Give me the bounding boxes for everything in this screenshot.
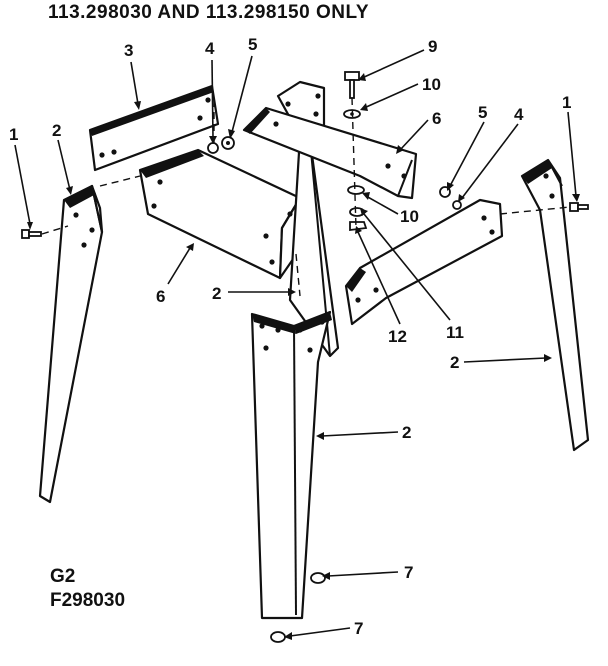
callout-6-left: 6: [156, 287, 165, 306]
callout-1-right: 1: [562, 93, 571, 112]
nut-icon: [207, 142, 219, 154]
diagram-title: 113.298030 AND 113.298150 ONLY: [48, 2, 369, 23]
callout-1-left: 1: [9, 125, 18, 144]
leg-front-part-2: [250, 310, 332, 620]
leg-left-part-2: [38, 184, 104, 504]
callout-2-left-top: 2: [52, 121, 61, 140]
brace-panel-right-part-6: [242, 106, 418, 200]
callout-5-left: 5: [248, 35, 257, 54]
callout-2-right: 2: [450, 353, 459, 372]
figure-code: F298030: [50, 590, 126, 611]
callout-7-bottom: 7: [354, 619, 363, 638]
bolt-icon: [569, 202, 589, 212]
brace-panel-left-part-6: [138, 148, 302, 280]
callout-9: 9: [428, 37, 437, 56]
callout-11: 11: [446, 323, 464, 342]
brace-panel-part-3: [88, 84, 220, 172]
foot-cap-icon: [270, 631, 286, 643]
foot-cap-icon: [310, 572, 326, 584]
washer-icon: [347, 185, 365, 195]
leader-lines: [14, 49, 580, 640]
callout-10-top: 10: [422, 75, 441, 94]
brace-panel-right-lower: [344, 198, 504, 326]
callout-3: 3: [124, 41, 133, 60]
callout-4-left: 4: [205, 39, 215, 58]
callout-4-right: 4: [514, 105, 524, 124]
nut-icon: [349, 221, 368, 232]
bolt-icon: [21, 229, 42, 239]
callout-10-mid: 10: [400, 207, 419, 226]
hardware: [21, 71, 589, 643]
callout-6-right: 6: [432, 109, 441, 128]
callout-2-center-left: 2: [212, 284, 221, 303]
callout-2-center-right: 2: [402, 423, 411, 442]
callout-numbers: 1 2 3 4 5 9 10 6 5 4 1 10 11 12 6 2 2 2 …: [9, 35, 571, 638]
callout-12: 12: [388, 327, 407, 346]
nut-icon: [452, 200, 462, 210]
group-code: G2: [50, 566, 76, 587]
carriage-bolt-icon: [344, 71, 360, 99]
callout-7-top: 7: [404, 563, 413, 582]
callout-5-right: 5: [478, 103, 487, 122]
